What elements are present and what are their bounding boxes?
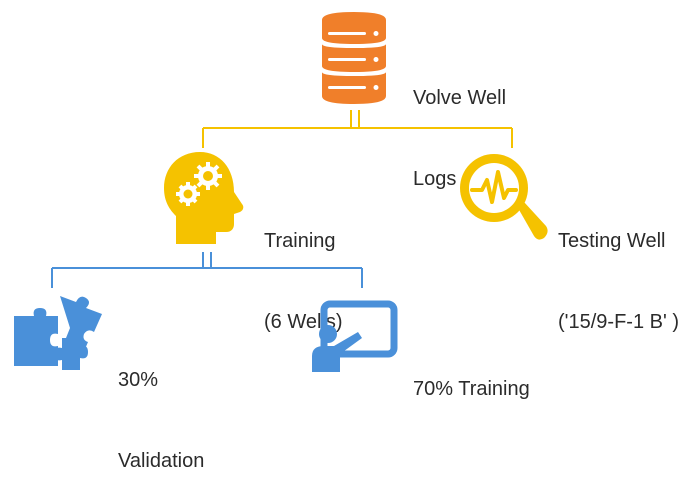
head-gears-icon [164,152,244,244]
training-label-line1: Training [264,230,336,252]
root-label-line2: Logs [413,168,457,190]
validation-label: 30% Validation [118,313,204,502]
database-icon [322,12,386,104]
validation-label-line2: Validation [118,450,205,472]
testing-label: Testing Well ('15/9-F-1 B' ) [558,174,679,363]
lower-connector [51,252,363,288]
train-split-label-text: 70% Training [413,378,530,400]
validation-label-line1: 30% [118,369,159,391]
connector-lines [51,110,513,288]
puzzle-icon [14,296,102,370]
upper-connector [202,110,513,148]
train-split-label: 70% Training [413,322,530,430]
testing-label-line2: ('15/9-F-1 B' ) [558,311,679,333]
root-label-line1: Volve Well [413,87,507,109]
root-label: Volve Well Logs [413,31,506,220]
presentation-icon [312,300,398,372]
magnifier-signal-icon [460,154,548,240]
testing-label-line1: Testing Well [558,230,666,252]
